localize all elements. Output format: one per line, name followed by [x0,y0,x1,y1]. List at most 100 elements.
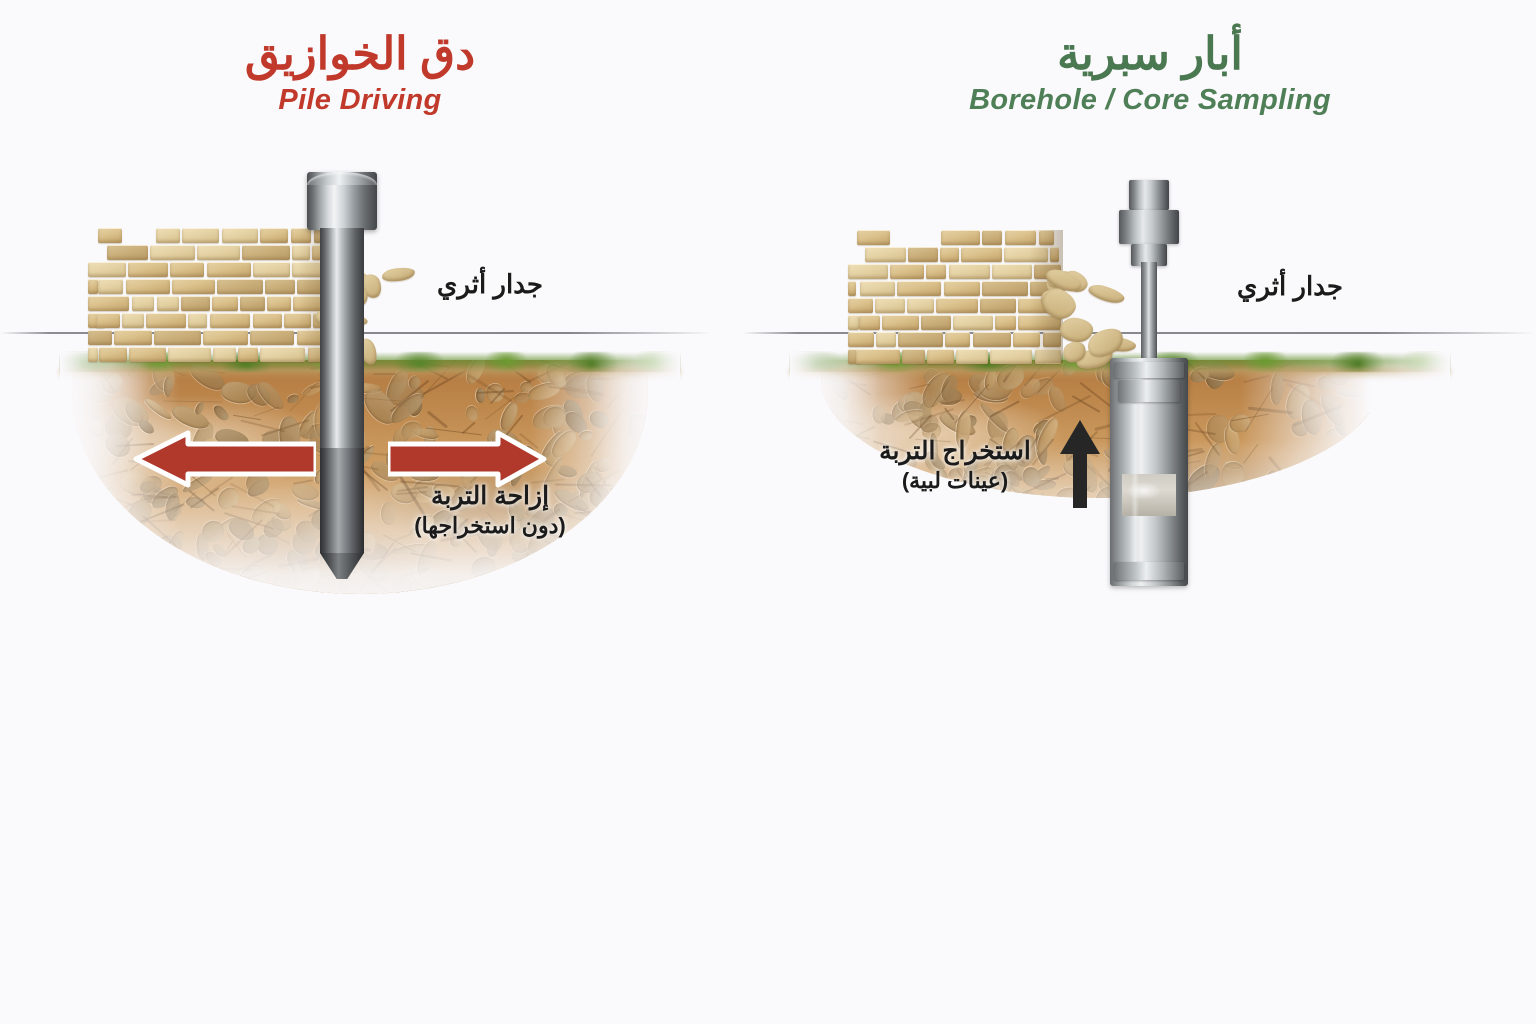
soil-rock [1269,482,1296,498]
soil-rock [1239,509,1258,543]
wall-stone-block [206,262,251,277]
wall-stone-block [98,279,124,294]
soil-crack [1243,501,1270,504]
soil-rock [1252,534,1279,562]
soil-rock [1027,531,1056,563]
soil-rock [193,567,220,594]
soil-rock [467,553,500,584]
wall-rubble-stone [1086,281,1127,307]
soil-crack [1324,514,1345,524]
soil-crack [245,586,280,594]
soil-rock [1217,509,1231,527]
core-barrel-bottom-band [1114,562,1184,580]
soil-crack [1276,509,1320,534]
soil-crack [313,607,355,620]
wall-stone-block [848,315,859,330]
soil-rock [1312,504,1330,530]
soil-rock [211,403,231,423]
soil-rock [1300,527,1319,547]
soil-rock [1205,485,1237,498]
soil-crack [422,589,472,594]
wall-stone-block [260,228,289,243]
wall-stone-block [921,315,951,330]
right-caption: استخراج التربة (عينات لبية) [855,435,1055,495]
wall-stone-block [145,313,186,328]
soil-rock [947,494,963,498]
grass-right-right-fade [1360,352,1450,1024]
soil-crack [423,598,461,606]
soil-rock [207,577,243,594]
soil-rock [1303,528,1327,556]
soil-crack [252,587,277,594]
wall-stone-block [297,279,325,294]
wall-label-left: جدار أثري [437,269,543,299]
wall-stone-block [98,228,122,243]
right-title-arabic: أبار سبرية [1057,28,1243,79]
wall-stone-block [890,264,924,279]
soil-crack [1268,455,1300,493]
drill-head-mid-segment [1119,210,1179,244]
wall-stone-block [113,330,153,345]
wall-stone-block [948,264,990,279]
soil-extraction-arrow [1058,418,1102,515]
soil-crack [1030,534,1067,574]
soil-crack [1338,541,1362,559]
wall-stone-block [940,247,959,262]
soil-rock [1262,475,1286,492]
wall-stone-block [865,247,906,262]
soil-crack [238,596,259,603]
wall-stone-block [209,313,251,328]
wall-stone-block [250,330,295,345]
soil-rock [1039,529,1064,554]
grass-right-fade [590,352,680,1024]
wall-stone-block [259,347,306,362]
pile-upper-shaft [320,228,364,448]
soil-rock [1190,520,1216,555]
soil-rock [1181,458,1226,498]
wall-stone-block [925,264,947,279]
soil-rock [1267,528,1292,551]
wall-stone-block [216,279,263,294]
core-barrel-collar [1118,380,1180,402]
wall-stone-block [131,296,155,311]
wall-stone-block [156,228,180,243]
soil-rock [881,517,915,551]
soil-crack [1242,480,1269,488]
soil-rock [271,573,288,590]
wall-stone-block [961,247,1002,262]
soil-crack [1305,510,1337,558]
pile-driving-cap [307,172,377,230]
wall-stone-block [267,296,291,311]
soil-crack [1299,540,1340,544]
wall-stone-block [150,245,196,260]
soil-crack [1204,513,1262,518]
soil-crack [1314,530,1365,546]
soil-rock [1331,549,1353,584]
wall-stone-block [991,264,1032,279]
soil-crack [910,565,938,572]
wall-stone-block [1042,332,1061,347]
soil-rock [1220,513,1235,527]
soil-crack [1224,490,1283,498]
soil-crack [1049,571,1076,590]
wall-stone-block [88,262,127,277]
wall-stone-block [203,330,249,345]
wall-stone-block [936,298,978,313]
wall-stone-block [88,279,99,294]
soil-crack [382,611,438,616]
wall-stone-block [848,264,888,279]
soil-rock [212,583,251,594]
soil-crack [1336,433,1358,461]
wall-stone-block [902,349,925,364]
wall-stone-block [908,247,939,262]
wall-stone-block [156,296,179,311]
soil-rock [1220,499,1241,520]
wall-stone-block [252,262,291,277]
wall-stone-block [88,296,130,311]
soil-rock [486,538,499,558]
soil-rock [1282,565,1300,588]
soil-rock [1319,516,1346,536]
soil-crack [1034,570,1057,577]
wall-stone-block [994,315,1016,330]
wall-stone-block [955,349,988,364]
